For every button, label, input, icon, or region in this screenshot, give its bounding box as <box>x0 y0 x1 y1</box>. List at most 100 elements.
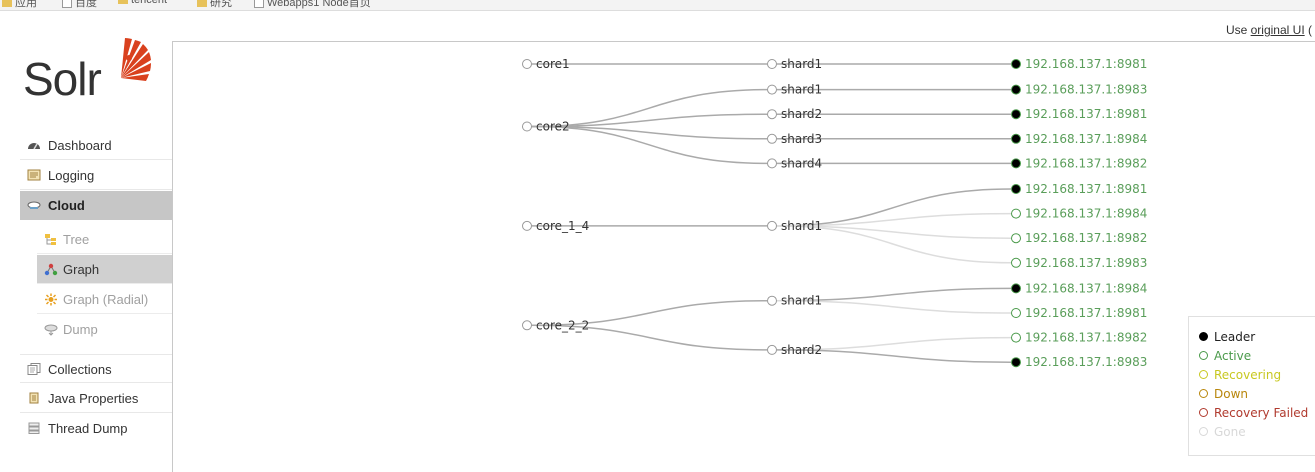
collection-node[interactable] <box>522 121 532 132</box>
graph-radial-icon <box>45 293 57 306</box>
bookmark-label: 应用 <box>15 0 37 9</box>
replica-node[interactable] <box>1011 233 1021 244</box>
shard-node[interactable] <box>767 295 777 306</box>
replica-node[interactable] <box>1011 133 1021 144</box>
graph-edge <box>776 225 1012 264</box>
bookmark-item[interactable]: 研究 <box>197 0 232 10</box>
shard-label: shard2 <box>781 107 822 121</box>
shard-label: shard4 <box>781 156 822 170</box>
sidebar-subitem-graph[interactable]: Graph <box>37 255 172 284</box>
bookmark-label: Webapps1 Node首页 <box>267 0 371 9</box>
thread-dump-icon <box>28 422 40 434</box>
sidebar-item-label: Java Properties <box>48 391 139 406</box>
graph-edge <box>531 88 768 128</box>
graph-edge <box>531 324 768 351</box>
logging-icon <box>27 169 41 181</box>
replica-node[interactable] <box>1011 184 1021 194</box>
folder-icon <box>118 0 128 5</box>
replica-node[interactable] <box>1011 158 1021 169</box>
sidebar-item-label: Dashboard <box>48 138 112 153</box>
sidebar-subitem-dump[interactable]: Dump <box>37 315 172 344</box>
bookmark-item[interactable]: 应用 <box>2 0 37 10</box>
shard-label: shard1 <box>781 83 822 97</box>
bookmark-label: tencent <box>131 0 168 6</box>
legend-dot-icon <box>1199 370 1208 379</box>
sidebar-item-java-properties[interactable]: Java Properties <box>20 384 172 413</box>
legend-item: Down <box>1199 386 1248 402</box>
graph-edge <box>776 212 1012 227</box>
use-original-ui-notice: Use original UI ( <box>1226 23 1312 37</box>
replica-node[interactable] <box>1011 59 1021 69</box>
sidebar-item-label: Collections <box>48 362 112 377</box>
shard-label: shard2 <box>781 343 822 357</box>
sidebar-item-label: Cloud <box>48 198 85 213</box>
replica-node[interactable] <box>1011 357 1021 368</box>
shard-node[interactable] <box>767 344 777 355</box>
shard-node[interactable] <box>767 133 777 144</box>
replica-node[interactable] <box>1011 109 1021 120</box>
legend-label: Active <box>1214 349 1252 363</box>
replica-label: 192.168.137.1:8981 <box>1025 57 1147 71</box>
shard-label: shard1 <box>781 219 822 233</box>
graph-edge <box>531 299 768 327</box>
replica-label: 192.168.137.1:8984 <box>1025 281 1147 295</box>
collection-label: core_2_2 <box>536 318 589 332</box>
shard-label: shard1 <box>781 294 822 308</box>
legend-item: Active <box>1199 348 1251 364</box>
legend-dot-icon <box>1199 351 1208 360</box>
shard-node[interactable] <box>767 59 777 69</box>
sidebar-item-thread-dump[interactable]: Thread Dump <box>20 414 172 443</box>
replica-node[interactable] <box>1011 208 1021 219</box>
tree-icon <box>45 234 56 245</box>
original-ui-link[interactable]: original UI <box>1250 23 1305 37</box>
shard-node[interactable] <box>767 84 777 95</box>
bookmark-label: 研究 <box>210 0 232 9</box>
solr-logo[interactable]: Solr <box>23 38 153 110</box>
replica-label: 192.168.137.1:8983 <box>1025 355 1147 369</box>
legend-label: Recovering <box>1214 368 1282 382</box>
sidebar-item-logging[interactable]: Logging <box>20 161 172 190</box>
solr-sunburst-icon <box>121 38 151 81</box>
notice-suffix: ( <box>1304 23 1312 37</box>
shard-node[interactable] <box>767 109 777 120</box>
logo-wordmark: Solr <box>23 53 102 105</box>
graph-edge <box>776 349 1012 363</box>
replica-node[interactable] <box>1011 308 1021 318</box>
collection-node[interactable] <box>522 220 532 231</box>
sidebar-subitem-label: Graph <box>63 262 100 277</box>
replica-node[interactable] <box>1011 257 1021 268</box>
sidebar-item-cloud[interactable]: Cloud <box>20 191 172 220</box>
sidebar-subitem-label: Dump <box>63 322 98 337</box>
bookmark-label: 百度 <box>75 0 97 9</box>
legend-item: Gone <box>1199 424 1246 440</box>
java-properties-icon <box>29 392 39 404</box>
collection-node[interactable] <box>522 59 532 69</box>
shard-node[interactable] <box>767 220 777 231</box>
legend-label: Gone <box>1214 425 1246 439</box>
bookmark-item[interactable]: tencent <box>118 0 167 6</box>
replica-label: 192.168.137.1:8981 <box>1025 107 1147 121</box>
cloud-icon <box>27 201 41 209</box>
collection-node[interactable] <box>522 320 532 331</box>
sidebar-item-dashboard[interactable]: Dashboard <box>20 131 172 160</box>
legend-label: Leader <box>1214 330 1256 344</box>
sidebar-subitem-label: Graph (Radial) <box>63 292 149 307</box>
replica-label: 192.168.137.1:8984 <box>1025 132 1147 146</box>
bookmark-item[interactable]: 百度 <box>62 0 97 10</box>
shard-node[interactable] <box>767 158 777 169</box>
sidebar-item-label: Thread Dump <box>48 421 128 436</box>
bookmark-item[interactable]: Webapps1 Node首页 <box>254 0 371 10</box>
folder-icon <box>2 0 12 8</box>
replica-label: 192.168.137.1:8982 <box>1025 231 1147 245</box>
sidebar-subitem-tree[interactable]: Tree <box>37 225 172 254</box>
collections-icon <box>27 363 41 375</box>
replica-node[interactable] <box>1011 84 1021 95</box>
replica-node[interactable] <box>1011 332 1021 343</box>
sidebar-item-collections[interactable]: Collections <box>20 354 172 383</box>
sidebar-subitem-graph-radial[interactable]: Graph (Radial) <box>37 285 172 314</box>
replica-node[interactable] <box>1011 283 1021 294</box>
graph-edge <box>531 125 768 165</box>
graph-edge <box>776 188 1012 227</box>
shard-label: shard3 <box>781 132 822 146</box>
